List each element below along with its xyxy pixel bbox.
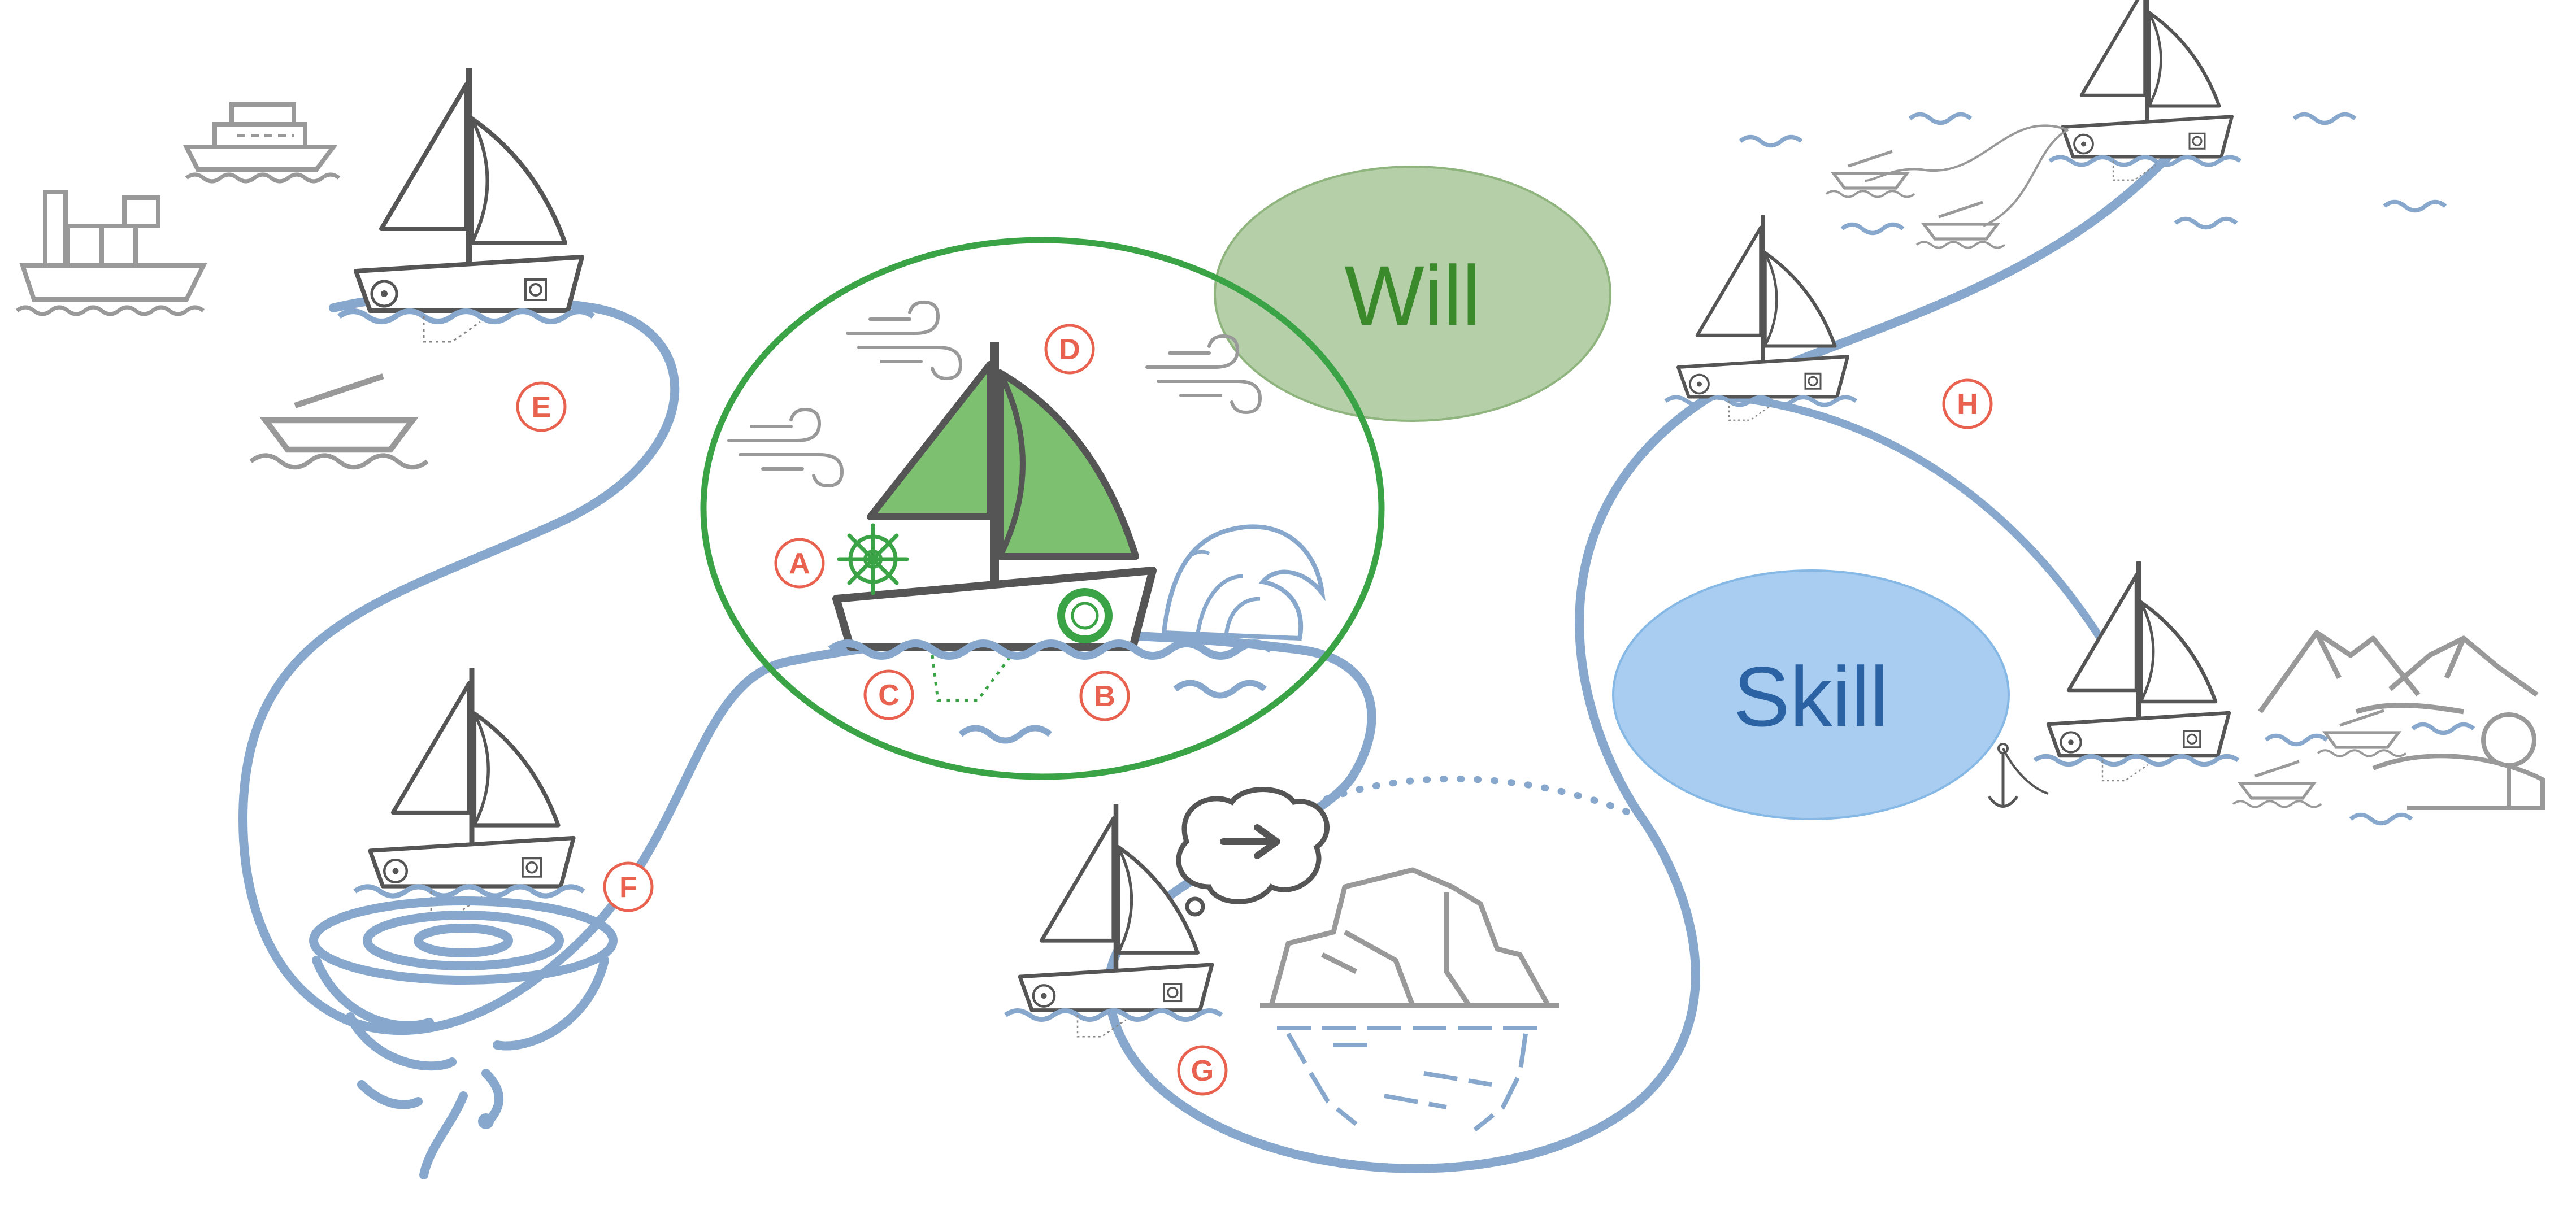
marker-b: B: [1079, 671, 1130, 721]
svg-text:H: H: [1957, 388, 1978, 421]
marker-c: C: [863, 669, 914, 720]
rowboat-icon: [2233, 761, 2321, 807]
skill-ellipse: Skill: [1612, 569, 2010, 820]
tree-icon: [2372, 712, 2545, 810]
skill-label: Skill: [1733, 649, 1888, 744]
cargo-ship-icon: [15, 190, 207, 316]
mountain-icon: [2258, 630, 2539, 715]
marker-a: A: [774, 538, 825, 589]
wind-icon: [848, 302, 961, 378]
sailboat-icon: [355, 668, 584, 915]
svg-text:B: B: [1094, 680, 1115, 713]
marker-g: G: [1177, 1045, 1228, 1096]
svg-text:G: G: [1191, 1055, 1214, 1087]
green-sailboat-icon: [832, 342, 1157, 651]
tow-rope: [1864, 124, 2069, 182]
iceberg-icon: [1260, 867, 1559, 1132]
marker-h: H: [1942, 378, 1993, 429]
focus-area: [700, 237, 1385, 780]
rowboat-icon: [251, 376, 427, 467]
will-ellipse: Will: [1214, 166, 1611, 422]
thought-bubble-icon: [1176, 787, 1330, 917]
marker-d: D: [1044, 324, 1095, 375]
whirlpool-icon: [309, 896, 618, 1179]
cruise-ship-icon: [183, 102, 341, 184]
marker-e: E: [516, 381, 567, 432]
wind-icon: [729, 410, 842, 486]
rowboat-icon: [1826, 151, 1914, 197]
sailboat-icon: [339, 68, 593, 342]
sailboat-icon: [2050, 0, 2241, 180]
anchor-icon: [1987, 743, 2049, 808]
green-anchor-line: [931, 654, 1013, 702]
svg-text:D: D: [1059, 333, 1080, 366]
sailboat-icon: [1666, 215, 1857, 420]
svg-text:E: E: [532, 391, 551, 424]
rowboat-icon: [1917, 202, 2005, 248]
svg-text:A: A: [789, 547, 810, 580]
svg-text:C: C: [878, 679, 900, 712]
life-ring-icon: [1057, 588, 1113, 643]
helm-wheel-icon: [837, 523, 909, 595]
wave-crest-icon: [1161, 524, 1326, 641]
will-label: Will: [1344, 248, 1481, 343]
tow-rope: [1983, 129, 2069, 227]
svg-text:F: F: [619, 871, 637, 904]
rowboat-icon: [2318, 711, 2406, 756]
marker-f: F: [603, 861, 654, 912]
